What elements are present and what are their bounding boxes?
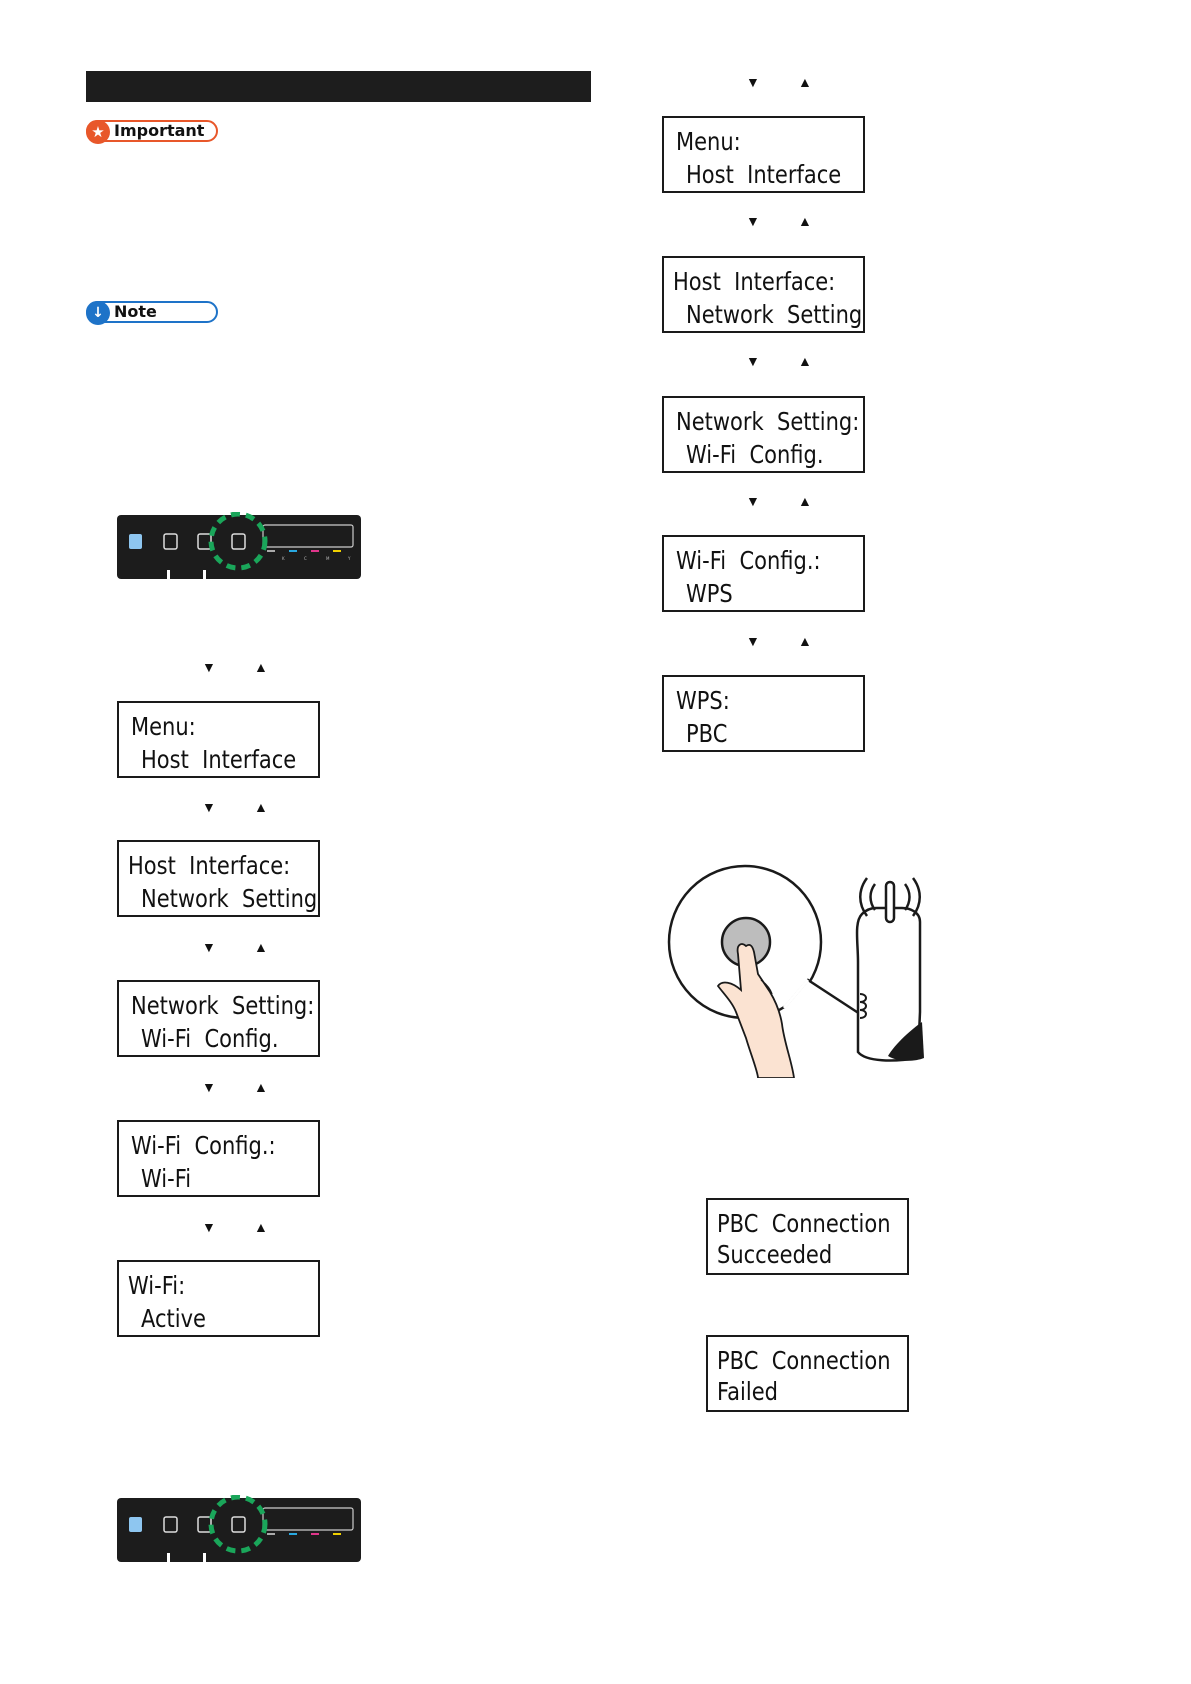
lcd-line-1: Host Interface: bbox=[673, 267, 836, 296]
lcd-line-2: Network Setting bbox=[141, 884, 318, 913]
svg-text:Y: Y bbox=[347, 556, 351, 561]
important-badge: ★ Important bbox=[86, 120, 218, 144]
nav-arrows: ▼ ▲ bbox=[202, 939, 282, 955]
lcd-screen: Wi-Fi Config.: Wi-Fi bbox=[117, 1120, 320, 1197]
lcd-line-2: PBC bbox=[686, 719, 728, 748]
up-arrow-icon: ▲ bbox=[254, 939, 268, 955]
lcd-line-1: Menu: bbox=[131, 712, 196, 741]
nav-arrows: ▼ ▲ bbox=[202, 659, 282, 675]
up-arrow-icon: ▲ bbox=[254, 1219, 268, 1235]
control-panel-illustration-2 bbox=[117, 1495, 361, 1563]
down-arrow-icon: ▼ bbox=[202, 1079, 216, 1095]
down-arrow-icon: ▼ bbox=[202, 939, 216, 955]
highlight-circle bbox=[208, 512, 268, 571]
lcd-line-1: PBC Connection bbox=[717, 1209, 891, 1238]
lcd-line-1: WPS: bbox=[676, 686, 730, 715]
nav-arrows: ▼ ▲ bbox=[746, 213, 826, 229]
down-arrow-icon: ▼ bbox=[746, 633, 760, 649]
lcd-screen: Host Interface: Network Setting bbox=[662, 256, 865, 333]
svg-text:M: M bbox=[326, 556, 330, 561]
lcd-screen: WPS: PBC bbox=[662, 675, 865, 752]
nav-arrows: ▼ ▲ bbox=[202, 1219, 282, 1235]
star-icon: ★ bbox=[86, 120, 110, 144]
lcd-screen: Network Setting: Wi-Fi Config. bbox=[117, 980, 320, 1057]
lcd-screen-failed: PBC Connection Failed bbox=[706, 1335, 909, 1412]
lcd-line-2: Failed bbox=[717, 1377, 778, 1406]
lcd-line-1: Wi-Fi: bbox=[128, 1271, 186, 1300]
down-arrow-icon: ▼ bbox=[746, 353, 760, 369]
important-label: Important bbox=[114, 121, 205, 140]
svg-text:K: K bbox=[282, 556, 285, 561]
nav-arrows: ▼ ▲ bbox=[202, 799, 282, 815]
up-arrow-icon: ▲ bbox=[254, 1079, 268, 1095]
lcd-screen: Network Setting: Wi-Fi Config. bbox=[662, 396, 865, 473]
lcd-screen: Menu: Host Interface bbox=[662, 116, 865, 193]
down-arrow-icon: ▼ bbox=[746, 74, 760, 90]
antenna-icon bbox=[884, 880, 896, 924]
lcd-line-2: WPS bbox=[686, 579, 733, 608]
lcd-line-1: Network Setting: bbox=[676, 407, 860, 436]
up-arrow-icon: ▲ bbox=[798, 213, 812, 229]
nav-arrows: ▼ ▲ bbox=[746, 353, 826, 369]
lcd-screen: Wi-Fi: Active bbox=[117, 1260, 320, 1337]
control-panel-illustration: K C M Y bbox=[117, 512, 361, 580]
lcd-screen-success: PBC Connection Succeeded bbox=[706, 1198, 909, 1275]
lcd-line-1: Menu: bbox=[676, 127, 741, 156]
wifi-direct-button-icon bbox=[129, 534, 142, 549]
lcd-line-2: Network Setting bbox=[686, 300, 863, 329]
down-arrow-icon: ▼ bbox=[746, 213, 760, 229]
lcd-screen: Host Interface: Network Setting bbox=[117, 840, 320, 917]
up-arrow-icon: ▲ bbox=[254, 659, 268, 675]
up-arrow-icon: ▲ bbox=[798, 633, 812, 649]
lcd-line-1: Wi-Fi Config.: bbox=[131, 1131, 276, 1160]
lcd-line-2: Host Interface bbox=[686, 160, 842, 189]
down-arrow-icon: ▼ bbox=[202, 799, 216, 815]
section-header-bar bbox=[86, 71, 591, 102]
lcd-screen: Wi-Fi Config.: WPS bbox=[662, 535, 865, 612]
lcd-line-1: Host Interface: bbox=[128, 851, 291, 880]
lcd-line-2: Host Interface bbox=[141, 745, 297, 774]
lcd-screen: Menu: Host Interface bbox=[117, 701, 320, 778]
lcd-line-1: Network Setting: bbox=[131, 991, 315, 1020]
svg-text:C: C bbox=[304, 556, 307, 561]
nav-arrows: ▼ ▲ bbox=[746, 74, 826, 90]
up-arrow-icon: ▲ bbox=[254, 799, 268, 815]
menu-button-icon bbox=[231, 533, 246, 550]
note-badge: ↓ Note bbox=[86, 301, 218, 325]
wps-button-illustration bbox=[667, 864, 924, 1078]
signal-icon bbox=[869, 883, 877, 911]
lcd-window bbox=[262, 524, 354, 548]
nav-arrows: ▼ ▲ bbox=[202, 1079, 282, 1095]
hand-icon bbox=[716, 943, 795, 1078]
lcd-line-2: Wi-Fi bbox=[141, 1164, 192, 1193]
down-arrow-icon: ▼ bbox=[746, 493, 760, 509]
lcd-line-2: Wi-Fi Config. bbox=[141, 1024, 279, 1053]
note-label: Note bbox=[114, 302, 157, 321]
nav-arrows: ▼ ▲ bbox=[746, 493, 826, 509]
lcd-line-1: Wi-Fi Config.: bbox=[676, 546, 821, 575]
lcd-line-2: Succeeded bbox=[717, 1240, 833, 1269]
down-arrow-icon: ▼ bbox=[202, 659, 216, 675]
up-arrow-icon: ▲ bbox=[798, 74, 812, 90]
lcd-line-2: Active bbox=[141, 1304, 206, 1333]
up-arrow-icon: ▲ bbox=[798, 353, 812, 369]
lcd-line-2: Wi-Fi Config. bbox=[686, 440, 824, 469]
up-arrow-icon: ▲ bbox=[798, 493, 812, 509]
down-arrow-icon: ↓ bbox=[86, 301, 110, 325]
down-arrow-icon: ▼ bbox=[202, 1219, 216, 1235]
lcd-line-1: PBC Connection bbox=[717, 1346, 891, 1375]
nav-arrows: ▼ ▲ bbox=[746, 633, 826, 649]
